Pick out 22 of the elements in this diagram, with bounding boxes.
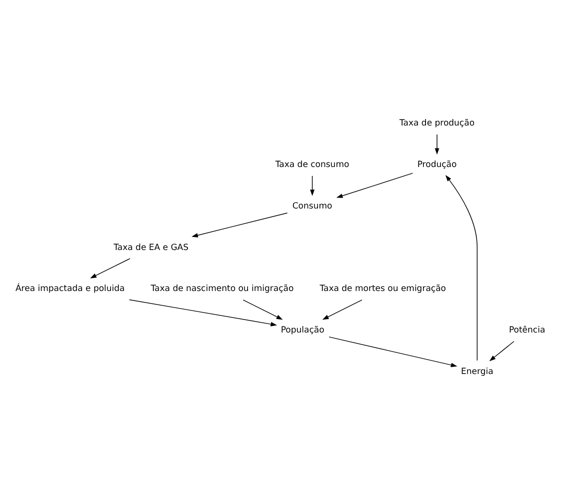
node-text: Taxa de produção	[399, 118, 475, 128]
node-text: Taxa de EA e GAS	[114, 242, 189, 252]
arrow	[322, 299, 362, 320]
arrow	[242, 299, 283, 320]
node-text: Taxa de consumo	[275, 160, 350, 170]
arrow	[129, 298, 278, 326]
node-text: Potência	[508, 324, 546, 335]
arrow	[434, 134, 440, 154]
node-text: Consumo	[292, 200, 332, 211]
node-text: Taxa de mortes ou emigração	[320, 284, 446, 294]
arrow	[90, 258, 130, 278]
node-text: Taxa de nascimento ou imigração	[150, 284, 294, 294]
arrow	[336, 172, 414, 198]
node-text: Área impactada e poluida	[16, 284, 125, 294]
node-text: Produção	[417, 160, 457, 170]
arrow	[445, 174, 478, 360]
node-text: População	[280, 324, 324, 335]
arrow	[489, 340, 514, 361]
arrow	[328, 336, 458, 367]
arrow	[192, 212, 288, 237]
arrow	[310, 175, 314, 196]
node-text: Energia	[461, 366, 494, 376]
